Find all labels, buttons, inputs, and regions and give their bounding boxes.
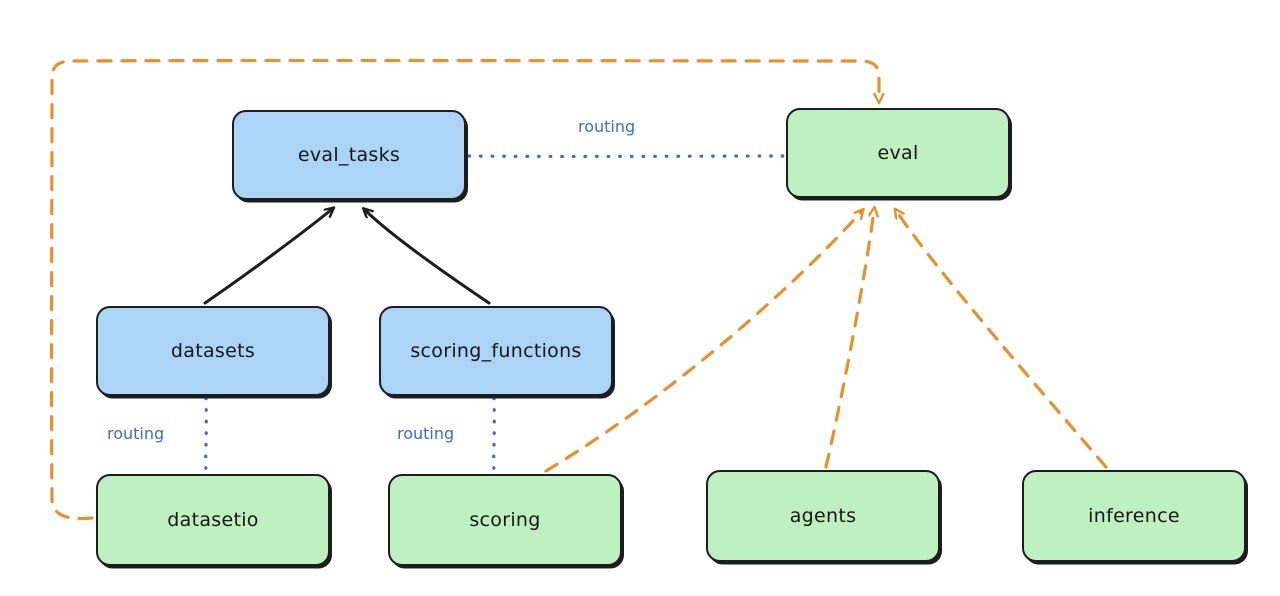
- edge-scoring-functions-to-eval-tasks: [366, 211, 491, 305]
- node-scoring[interactable]: scoring: [388, 474, 622, 566]
- edge-agents-to-eval: [824, 211, 874, 469]
- edge-label-routing-scoring-functions: routing: [397, 424, 455, 443]
- node-label-agents: agents: [789, 505, 857, 527]
- edge-label-routing-eval-tasks: routing: [578, 117, 636, 136]
- node-inference[interactable]: inference: [1022, 470, 1246, 562]
- edge-label-routing-datasets: routing: [107, 424, 165, 443]
- edge-scoring-functions-to-scoring: [492, 396, 496, 473]
- node-scoring-functions[interactable]: scoring_functions: [379, 306, 613, 396]
- edge-inference-to-eval: [897, 212, 1108, 469]
- node-label-datasets: datasets: [170, 340, 256, 362]
- node-datasetio[interactable]: datasetio: [96, 474, 330, 566]
- node-eval-tasks[interactable]: eval_tasks: [232, 110, 466, 200]
- node-label-eval: eval: [877, 142, 919, 164]
- edge-datasets-to-datasetio: [204, 396, 208, 473]
- node-label-scoring: scoring: [469, 509, 541, 531]
- node-eval[interactable]: eval: [786, 108, 1010, 198]
- node-label-datasetio: datasetio: [167, 509, 259, 531]
- node-datasets[interactable]: datasets: [96, 306, 330, 396]
- node-label-inference: inference: [1088, 505, 1180, 527]
- edge-datasets-to-eval-tasks: [203, 210, 331, 305]
- node-agents[interactable]: agents: [706, 470, 940, 562]
- node-label-eval-tasks: eval_tasks: [297, 144, 401, 166]
- node-label-scoring-functions: scoring_functions: [410, 340, 582, 362]
